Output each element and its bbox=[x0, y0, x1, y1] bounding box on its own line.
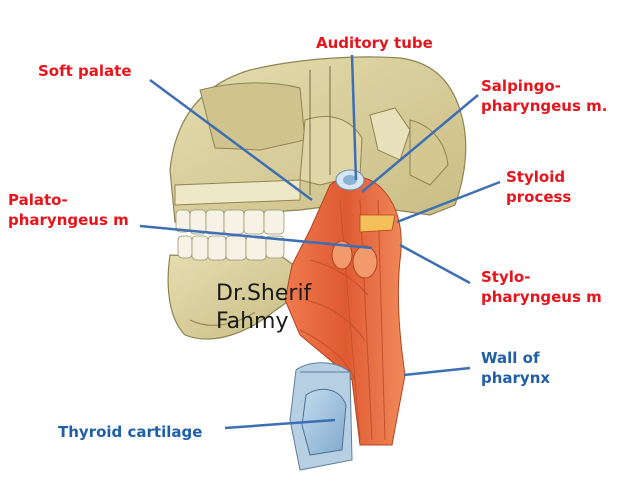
label-soft-palate: Soft palate bbox=[38, 62, 132, 80]
label-thyroid-cartilage: Thyroid cartilage bbox=[58, 423, 203, 441]
label-salpingopharyngeus: Salpingo- pharyngeus m. bbox=[481, 77, 608, 115]
pointer-thyroid-cartilage bbox=[224, 418, 336, 430]
label-palatopharyngeus: Palato- pharyngeus m bbox=[8, 191, 129, 229]
pointer-palatopharyngeus bbox=[139, 224, 373, 250]
pointer-auditory-tube bbox=[350, 54, 358, 181]
author-credit: Dr.Sherif Fahmy bbox=[216, 281, 312, 334]
label-styloid-process: Styloid process bbox=[506, 168, 572, 206]
mandible bbox=[167, 254, 301, 340]
larynx bbox=[289, 362, 353, 471]
pointer-wall-of-pharynx bbox=[403, 366, 471, 377]
pointer-soft-palate bbox=[149, 78, 313, 202]
upper-teeth bbox=[175, 209, 285, 235]
pointer-stylopharyngeus bbox=[399, 243, 471, 285]
pointer-salpingopharyngeus bbox=[361, 94, 479, 193]
skull bbox=[169, 56, 467, 223]
label-auditory-tube: Auditory tube bbox=[316, 34, 433, 52]
pointer-lines bbox=[139, 54, 501, 430]
label-stylopharyngeus: Stylo- pharyngeus m bbox=[481, 268, 602, 306]
auditory-tube-structure bbox=[335, 169, 365, 191]
lower-teeth bbox=[177, 235, 285, 261]
pointer-styloid-process bbox=[396, 180, 501, 224]
label-wall-of-pharynx: Wall of pharynx bbox=[481, 349, 551, 387]
